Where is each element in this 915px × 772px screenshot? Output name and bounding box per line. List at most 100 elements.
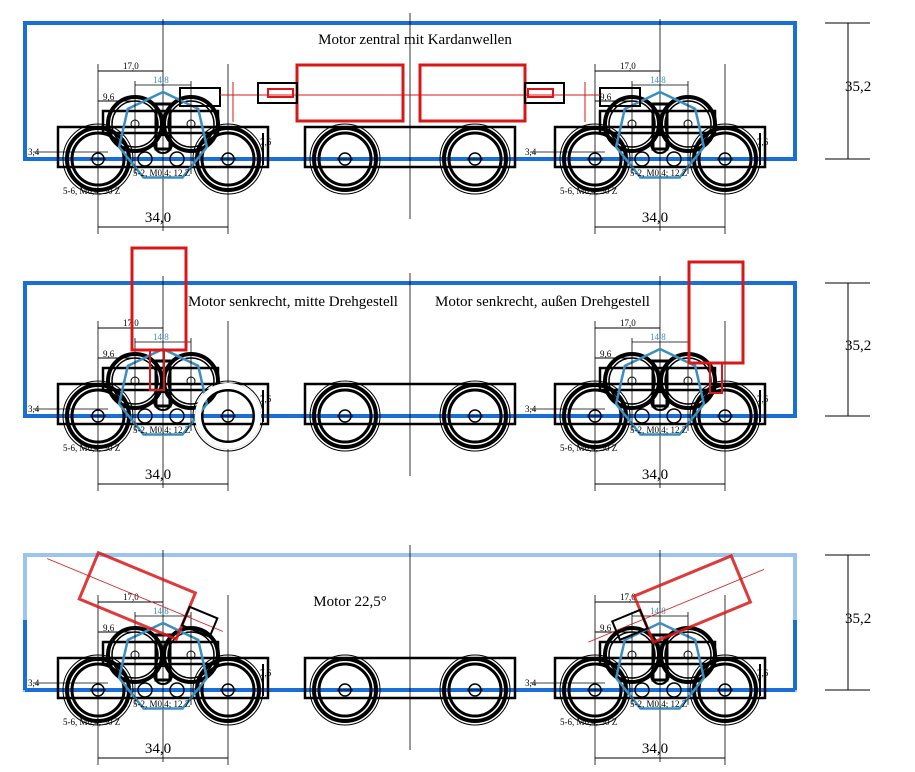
- motor-bogie: 17,014,89,63,47,634,05-2, M0,4; 12 Z5-6,…: [28, 550, 272, 765]
- wheel: [312, 126, 378, 192]
- wheelbase-label: 34,0: [642, 210, 668, 226]
- worm-shaft: [651, 102, 669, 151]
- large-gear-label: 5-6, M0,4; 30 Z: [560, 443, 617, 453]
- left-height-label: 3,4: [28, 147, 40, 157]
- small-gear-label: 5-2, M0,4; 12 Z: [133, 168, 190, 178]
- small-gear-label: 5-2, M0,4; 12 Z: [630, 425, 687, 435]
- wheelbase-label: 34,0: [145, 741, 171, 757]
- worm-gear: [153, 134, 173, 154]
- small-gear: [634, 682, 650, 698]
- wheel-tread: [447, 131, 503, 187]
- wheel: [442, 657, 508, 723]
- half-wheelbase-label: 17,0: [620, 592, 636, 602]
- shaft-coupling: [267, 88, 294, 98]
- wheel-flange: [309, 380, 381, 452]
- right-height-label: 7,6: [260, 394, 272, 404]
- height-dimension-label: 35,2: [845, 611, 871, 627]
- panel-tilted-motor: Motor 22,5° 35,2 17,0 14,8 9,6 3,4 7,6 34,0 5-…: [23, 545, 871, 765]
- motor-shaft: [149, 349, 165, 391]
- left-height-label: 3,4: [28, 404, 40, 414]
- wheelbase-label: 34,0: [145, 210, 171, 226]
- small-gear-label: 5-2, M0,4; 12 Z: [133, 425, 190, 435]
- large-gear-label: 5-6, M0,4; 30 Z: [63, 717, 120, 727]
- worm-gear: [153, 665, 173, 685]
- gear-spacing-label: 14,8: [650, 75, 666, 85]
- vertical-motor-outer: [687, 260, 745, 365]
- gear-height-label: 9,6: [600, 92, 612, 102]
- shaft-coupling: [527, 88, 554, 98]
- wheel-tread: [447, 388, 503, 444]
- small-gear: [169, 682, 185, 698]
- large-gear-label: 5-6, M0,4; 30 Z: [560, 717, 617, 727]
- panel-central-motor: Motor zentral mit Kardanwellen 35,2 17,0…: [23, 13, 871, 234]
- left-height-label: 3,4: [525, 404, 537, 414]
- motor-right: [418, 63, 527, 123]
- wheel-flange: [439, 380, 511, 452]
- wheel-tread: [317, 662, 373, 718]
- bogie-frame: [303, 656, 517, 700]
- wheelbase-label: 34,0: [145, 467, 171, 483]
- gear-height-label: 9,6: [600, 623, 612, 633]
- bogie-frame: [303, 382, 517, 426]
- gear-clearance-outline: [614, 347, 706, 436]
- motor-shaft: [709, 362, 723, 394]
- gear-clearance-outline: [614, 621, 706, 710]
- gear-height-label: 9,6: [103, 623, 115, 633]
- panel-title-right: Motor senkrecht, außen Drehgestell: [435, 294, 650, 310]
- half-wheelbase-label: 17,0: [123, 592, 139, 602]
- right-height-label: 7,6: [260, 137, 272, 147]
- wheel: [312, 657, 378, 723]
- worm-shaft: [651, 359, 669, 408]
- left-height-label: 3,4: [525, 147, 537, 157]
- gear-clearance-outline: [117, 347, 209, 436]
- wheel-flange: [439, 123, 511, 195]
- height-dimension-label: 35,2: [845, 79, 871, 95]
- gear-clearance-outline: [614, 90, 706, 179]
- wheel-flange: [309, 123, 381, 195]
- small-gear: [137, 682, 153, 698]
- gear-spacing-label: 14,8: [153, 606, 169, 616]
- gear-height-label: 9,6: [103, 92, 115, 102]
- left-height-label: 3,4: [28, 678, 40, 688]
- small-gear-label: 5-2, M0,4; 12 Z: [630, 699, 687, 709]
- wheel: [442, 126, 508, 192]
- gear-spacing-label: 14,8: [153, 332, 169, 342]
- worm-gear: [650, 665, 670, 685]
- gear-spacing-label: 14,8: [650, 332, 666, 342]
- wheel: [312, 383, 378, 449]
- motor-bogie: 17,014,89,63,47,634,05-2, M0,4; 12 Z5-6,…: [525, 276, 769, 491]
- motor-axis: [588, 569, 765, 643]
- panel-title: Motor 22,5°: [313, 594, 387, 610]
- worm-gear: [650, 391, 670, 411]
- right-height-label: 7,6: [757, 668, 769, 678]
- gear-spacing-label: 14,8: [650, 606, 666, 616]
- small-gear: [666, 408, 682, 424]
- tilted-motor-right: [588, 553, 765, 645]
- wheel-flange: [439, 654, 511, 726]
- small-gear: [666, 682, 682, 698]
- half-wheelbase-label: 17,0: [123, 61, 139, 71]
- wheelbase-label: 34,0: [642, 741, 668, 757]
- panel-title-left: Motor senkrecht, mitte Drehgestell: [188, 294, 398, 310]
- panel-title: Motor zentral mit Kardanwellen: [318, 32, 512, 48]
- small-gear: [169, 151, 185, 167]
- small-gear-label: 5-2, M0,4; 12 Z: [630, 168, 687, 178]
- half-wheelbase-label: 17,0: [620, 318, 636, 328]
- wheel-tread: [317, 388, 373, 444]
- small-gear: [169, 408, 185, 424]
- left-height-label: 3,4: [525, 678, 537, 688]
- wheel-flange: [309, 654, 381, 726]
- tilted-motor-left: [47, 550, 223, 642]
- small-gear: [634, 151, 650, 167]
- right-height-label: 7,6: [757, 394, 769, 404]
- large-gear-label: 5-6, M0,4; 30 Z: [560, 186, 617, 196]
- wheel-tread: [317, 131, 373, 187]
- small-gear-label: 5-2, M0,4; 12 Z: [133, 699, 190, 709]
- large-gear-label: 5-6, M0,4; 30 Z: [63, 186, 120, 196]
- gearbox-top: [610, 608, 649, 642]
- motor-axis: [47, 558, 223, 632]
- worm-gear: [650, 134, 670, 154]
- motor-bogie: 17,014,89,63,47,634,05-2, M0,4; 12 Z5-6,…: [28, 19, 272, 234]
